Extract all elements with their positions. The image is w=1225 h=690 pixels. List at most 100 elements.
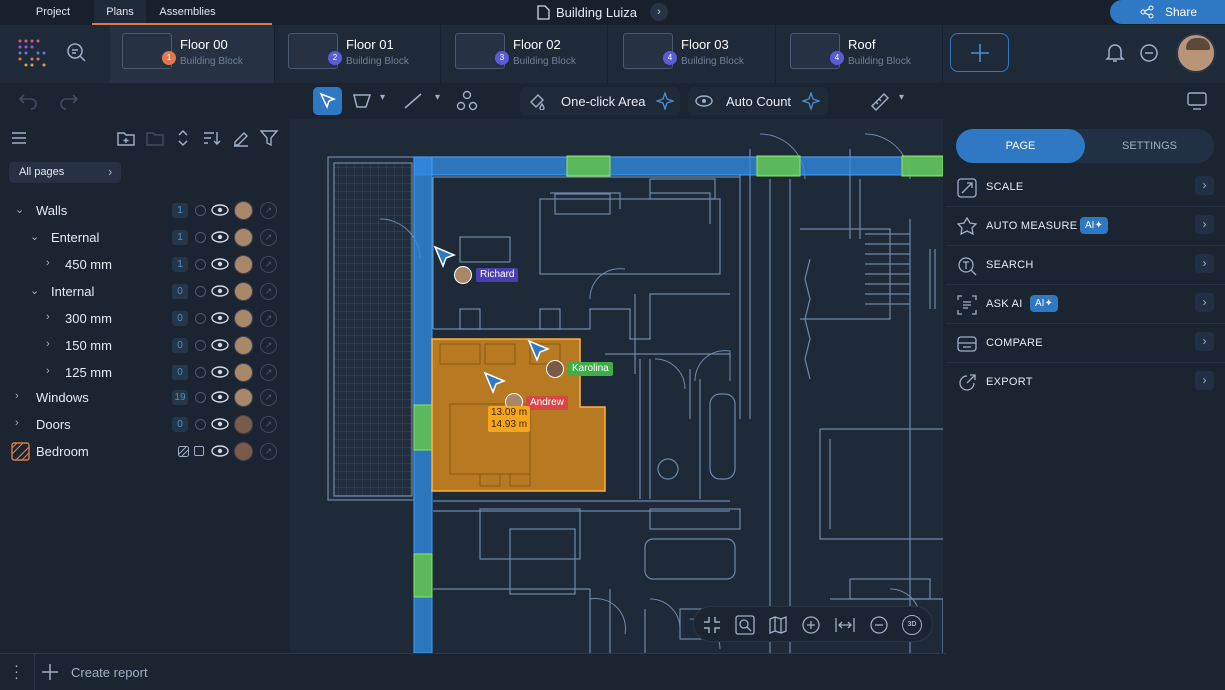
user-avatar[interactable] [1176,33,1216,73]
chat-icon[interactable] [1138,42,1160,64]
assignee-avatar[interactable] [234,282,253,301]
color-dot[interactable] [195,259,206,270]
zoom-search-icon[interactable] [735,615,755,635]
sort-icon[interactable] [202,129,222,147]
chevron-right-icon[interactable]: › [46,338,50,350]
menu-item-export[interactable]: EXPORT › [946,363,1225,402]
menu-item-auto-measure[interactable]: AUTO MEASURE AI✦ › [946,207,1225,246]
open-link-icon[interactable]: ↗ [260,229,277,246]
share-button[interactable]: Share [1110,0,1225,24]
open-link-icon[interactable]: ↗ [260,389,277,406]
tab-settings[interactable]: SETTINGS [1121,140,1177,152]
open-link-icon[interactable]: ↗ [260,337,277,354]
area-tool-icon[interactable] [352,92,372,110]
collapse-icon[interactable] [702,615,722,635]
visibility-eye-icon[interactable] [210,416,230,432]
assignee-avatar[interactable] [234,228,253,247]
document-chevron-icon[interactable]: › [650,3,668,21]
tree-row-windows[interactable]: › Windows 19 ↗ [10,385,282,410]
menu-item-search[interactable]: SEARCH › [946,246,1225,285]
hatch-small-icon[interactable] [178,446,189,457]
color-dot[interactable] [195,340,206,351]
filter-icon[interactable] [259,129,279,147]
open-link-icon[interactable]: ↗ [260,364,277,381]
search-plans-icon[interactable] [66,42,88,64]
line-tool-icon[interactable] [403,92,423,110]
chevron-down-icon[interactable]: ⌄ [15,204,25,216]
all-pages-dropdown[interactable]: All pages › [9,162,121,183]
ruler-icon[interactable] [869,91,891,111]
tree-row-450mm[interactable]: › 450 mm 1 ↗ [10,252,282,277]
area-tool-dropdown-icon[interactable]: ▾ [380,92,386,103]
new-folder-icon[interactable] [116,129,136,147]
zoom-in-icon[interactable] [801,615,821,635]
visibility-eye-icon[interactable] [210,364,230,380]
menu-item-ask-ai[interactable]: ASK AI AI✦ › [946,285,1225,324]
monitor-icon[interactable] [1186,91,1208,111]
assignee-avatar[interactable] [234,388,253,407]
select-tool-button[interactable] [313,87,342,115]
floor-tab-01[interactable]: 2 Floor 01 Building Block [276,25,441,83]
chevron-right-icon[interactable]: › [46,365,50,377]
color-dot[interactable] [195,232,206,243]
assignee-avatar[interactable] [234,309,253,328]
color-dot[interactable] [195,392,206,403]
create-report-button[interactable]: Create report [40,660,160,684]
color-dot[interactable] [195,205,206,216]
redo-icon[interactable] [57,91,79,111]
visibility-eye-icon[interactable] [210,337,230,353]
visibility-eye-icon[interactable] [210,389,230,405]
tree-row-doors[interactable]: › Doors 0 ↗ [10,412,282,437]
floor-tab-roof[interactable]: 4 Roof Building Block [778,25,943,83]
menu-item-compare[interactable]: COMPARE › [946,324,1225,363]
assignee-avatar[interactable] [234,415,253,434]
move-folder-icon[interactable] [145,129,165,147]
visibility-eye-icon[interactable] [210,310,230,326]
more-vertical-icon[interactable]: ··· [14,657,19,686]
open-link-icon[interactable]: ↗ [260,443,277,460]
open-link-icon[interactable]: ↗ [260,256,277,273]
color-dot[interactable] [195,313,206,324]
assignee-avatar[interactable] [234,442,253,461]
tree-row-150mm[interactable]: › 150 mm 0 ↗ [10,333,282,358]
tree-row-enternal[interactable]: ⌄ Enternal 1 ↗ [10,225,282,250]
visibility-eye-icon[interactable] [210,229,230,245]
color-dot[interactable] [195,286,206,297]
visibility-eye-icon[interactable] [210,202,230,218]
expand-collapse-icon[interactable] [176,128,190,148]
tab-page[interactable]: PAGE [956,129,1085,163]
tree-row-walls[interactable]: ⌄ Walls 1 ↗ [10,198,282,223]
add-floor-button[interactable] [950,33,1009,72]
menu-icon[interactable] [10,130,28,146]
zoom-out-icon[interactable] [869,615,889,635]
visibility-eye-icon[interactable] [210,443,230,459]
color-dot[interactable] [195,419,206,430]
count-tool-icon[interactable] [456,90,478,112]
tree-row-internal[interactable]: ⌄ Internal 0 ↗ [10,279,282,304]
open-link-icon[interactable]: ↗ [260,416,277,433]
visibility-eye-icon[interactable] [210,256,230,272]
chevron-right-icon[interactable]: › [15,390,19,402]
chevron-right-icon[interactable]: › [46,257,50,269]
undo-icon[interactable] [18,91,40,111]
square-icon[interactable] [194,446,204,456]
assignee-avatar[interactable] [234,255,253,274]
assignee-avatar[interactable] [234,201,253,220]
chevron-down-icon[interactable]: ⌄ [30,285,40,297]
notification-bell-icon[interactable] [1104,42,1126,64]
tree-row-bedroom[interactable]: Bedroom ↗ [10,439,282,464]
color-dot[interactable] [195,367,206,378]
tab-assemblies[interactable]: Assemblies [159,6,216,18]
fit-width-icon[interactable] [834,615,856,635]
chevron-right-icon[interactable]: › [15,417,19,429]
tab-plans[interactable]: Plans [94,0,146,25]
assignee-avatar[interactable] [234,363,253,382]
open-link-icon[interactable]: ↗ [260,202,277,219]
open-link-icon[interactable]: ↗ [260,310,277,327]
chevron-right-icon[interactable]: › [46,311,50,323]
auto-count-button[interactable]: Auto Count [688,87,828,115]
edit-icon[interactable] [231,129,251,147]
chevron-down-icon[interactable]: ⌄ [30,231,40,243]
map-icon[interactable] [768,615,788,635]
floor-tab-02[interactable]: 3 Floor 02 Building Block [443,25,608,83]
